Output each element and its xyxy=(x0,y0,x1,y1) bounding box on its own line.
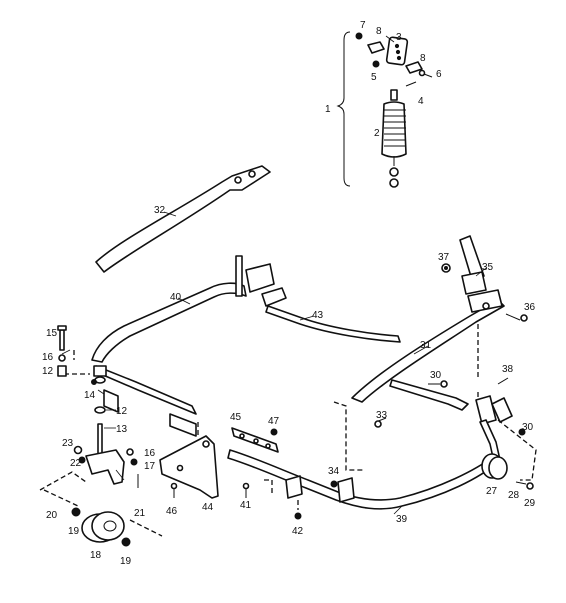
callout-19-b: 19 xyxy=(120,556,132,567)
hardware xyxy=(57,263,534,520)
callout-47: 47 xyxy=(268,416,280,427)
lift-link-32 xyxy=(95,165,271,273)
leader-lines xyxy=(61,35,487,515)
callout-41: 41 xyxy=(240,500,252,511)
callout-18: 18 xyxy=(90,550,102,561)
callout-19-a: 19 xyxy=(68,526,80,537)
callout-13: 13 xyxy=(116,424,128,435)
callout-34: 34 xyxy=(328,466,340,477)
callout-1: 1 xyxy=(325,104,331,115)
callout-30-b: 30 xyxy=(522,422,534,433)
callout-42: 42 xyxy=(292,526,304,537)
cross-rod-43 xyxy=(265,305,401,343)
callout-45: 45 xyxy=(230,412,242,423)
callout-33: 33 xyxy=(376,410,388,421)
callout-43: 43 xyxy=(312,310,324,321)
front-caster-assembly xyxy=(39,350,163,547)
callout-27: 27 xyxy=(486,486,498,497)
lower-frame-39 xyxy=(227,395,513,510)
callout-12-b: 12 xyxy=(116,406,128,417)
mounting-brackets xyxy=(159,427,279,499)
callout-4: 4 xyxy=(418,96,424,107)
guide-lines xyxy=(197,324,479,510)
callout-32: 32 xyxy=(154,205,166,216)
callout-15: 15 xyxy=(46,328,58,339)
callout-38: 38 xyxy=(502,364,514,375)
callout-17: 17 xyxy=(144,461,156,472)
rear-roller xyxy=(481,419,537,481)
callout-46: 46 xyxy=(166,506,178,517)
callout-39: 39 xyxy=(396,514,408,525)
callout-37: 37 xyxy=(438,252,450,263)
callout-31: 31 xyxy=(420,340,432,351)
callout-29: 29 xyxy=(524,498,536,509)
callout-20: 20 xyxy=(46,510,58,521)
callout-22: 22 xyxy=(70,458,82,469)
callout-16-b: 16 xyxy=(144,448,156,459)
callout-28: 28 xyxy=(508,490,520,501)
callout-labels: 1 2 3 4 5 6 7 8 8 32 40 43 37 35 36 31 3… xyxy=(42,20,536,567)
callout-35: 35 xyxy=(482,262,494,273)
callout-16-a: 16 xyxy=(42,352,54,363)
callout-14: 14 xyxy=(84,390,96,401)
rear-frame-31 xyxy=(351,235,505,411)
callout-21: 21 xyxy=(134,508,146,519)
callout-36: 36 xyxy=(524,302,536,313)
callout-5: 5 xyxy=(371,72,377,83)
callout-40: 40 xyxy=(170,292,182,303)
callout-12-a: 12 xyxy=(42,366,54,377)
callout-44: 44 xyxy=(202,502,214,513)
callout-8-a: 8 xyxy=(376,26,382,37)
callout-30-a: 30 xyxy=(430,370,442,381)
callout-23: 23 xyxy=(62,438,74,449)
callout-2: 2 xyxy=(374,128,380,139)
callout-3: 3 xyxy=(396,32,402,43)
callout-8-b: 8 xyxy=(420,53,426,64)
spring-assembly xyxy=(336,31,433,188)
callout-7: 7 xyxy=(360,20,366,31)
callout-6: 6 xyxy=(436,69,442,80)
